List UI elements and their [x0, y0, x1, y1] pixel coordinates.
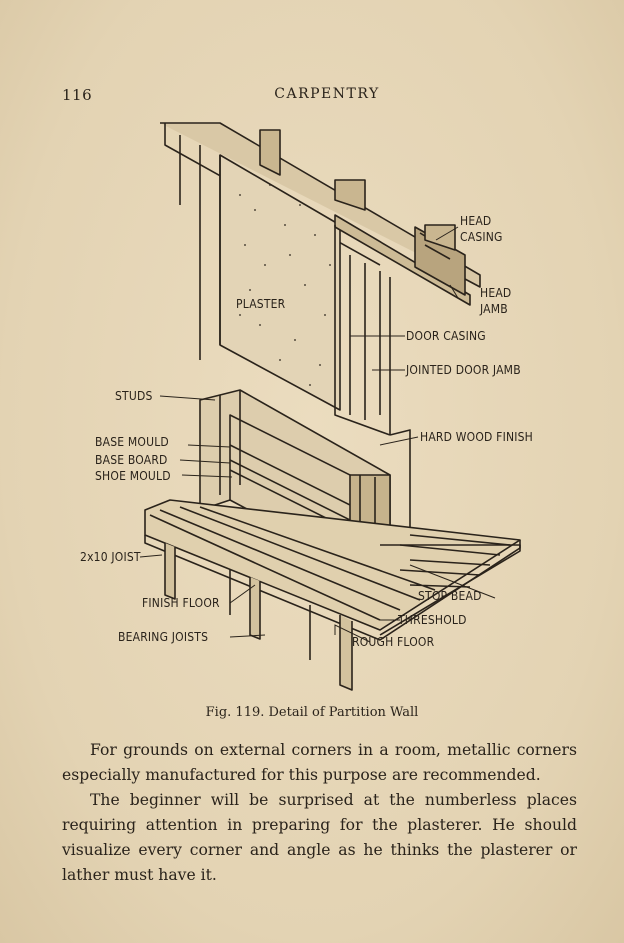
label-door-casing: DOOR CASING — [406, 329, 486, 343]
paragraph: For grounds on external corners in a roo… — [62, 741, 577, 784]
label-threshold: THRESHOLD — [397, 613, 467, 627]
label-shoe-mould: SHOE MOULD — [95, 469, 171, 483]
label-bearing-joists: BEARING JOISTS — [118, 630, 208, 644]
label-head-jamb-2: JAMB — [479, 302, 508, 316]
label-stop-bead: STOP BEAD — [418, 589, 482, 603]
page-header: 116 CARPENTRY — [62, 86, 572, 106]
label-base-board: BASE BOARD — [95, 453, 168, 467]
label-finish-floor: FINISH FLOOR — [142, 596, 220, 610]
partition-wall-drawing: HEAD CASING HEAD JAMB PLASTER DOOR CASIN… — [80, 122, 533, 691]
label-base-mould: BASE MOULD — [95, 435, 169, 449]
label-rough-floor: ROUGH FLOOR — [352, 635, 435, 649]
label-head-casing-1: HEAD — [460, 214, 491, 228]
label-hard-wood-finish: HARD WOOD FINISH — [420, 430, 533, 444]
label-head-casing-2: CASING — [460, 230, 503, 244]
label-head-jamb-1: HEAD — [480, 286, 511, 300]
page-number: 116 — [62, 86, 93, 104]
figure-caption: Fig. 119. Detail of Partition Wall — [205, 705, 419, 720]
label-plaster: PLASTER — [236, 297, 286, 311]
partition-wall-figure: HEAD CASING HEAD JAMB PLASTER DOOR CASIN… — [80, 115, 550, 700]
body-text: For grounds on external corners in a roo… — [62, 738, 577, 888]
label-studs: STUDS — [115, 389, 153, 403]
label-joist-2x10: 2x10 JOIST — [80, 550, 141, 564]
running-head: CARPENTRY — [274, 86, 380, 102]
label-jointed-door-jamb: JOINTED DOOR JAMB — [405, 363, 521, 377]
paragraph: The beginner will be surprised at the nu… — [62, 791, 577, 884]
